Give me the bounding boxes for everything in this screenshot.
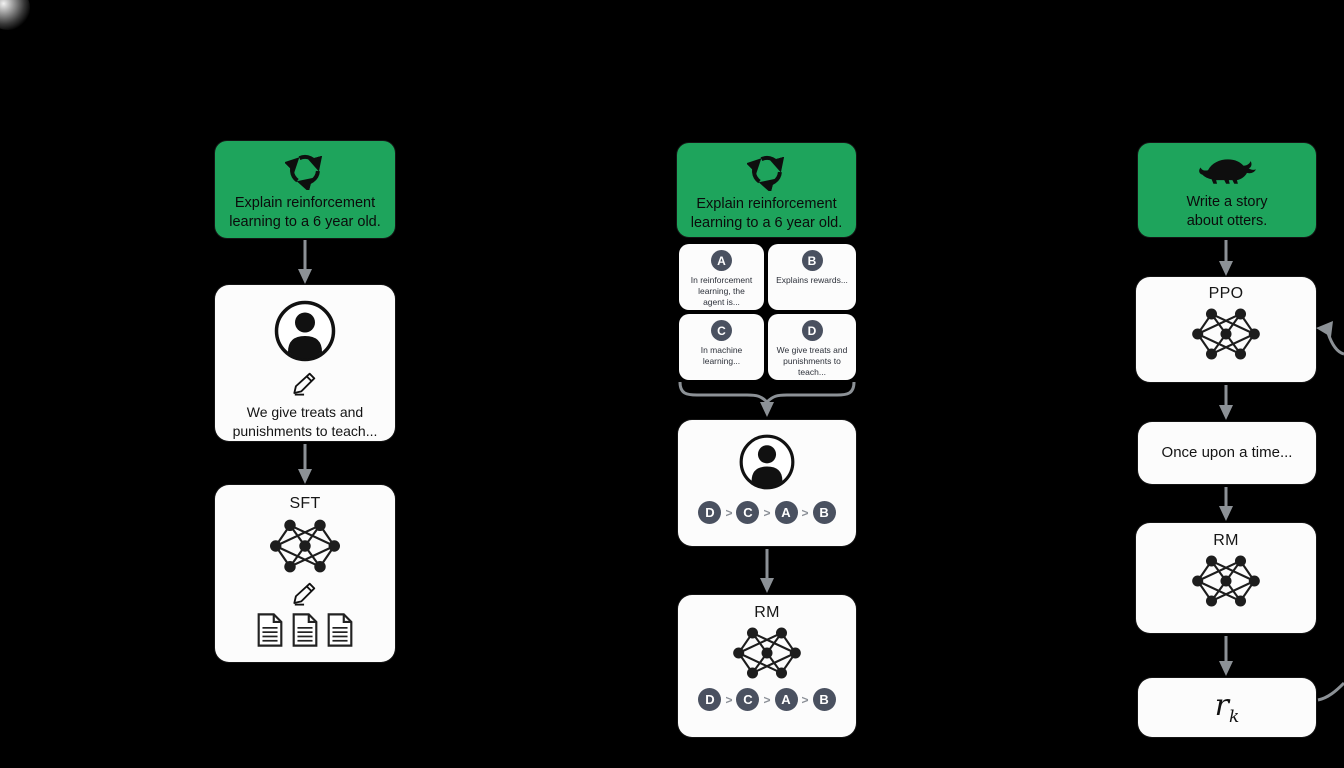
otter-icon	[1199, 159, 1256, 184]
answer-letter-badge: A	[711, 250, 732, 271]
rank-badge: D	[698, 688, 722, 711]
reward-value: rk	[1215, 688, 1240, 727]
step3-ppo-box: PPO	[1136, 277, 1316, 382]
gather-bracket-arrow	[678, 381, 856, 417]
rm-label: RM	[1213, 532, 1239, 549]
step3-rm-box: RM	[1136, 523, 1316, 633]
arrow-down	[1219, 636, 1233, 676]
documents-row	[256, 612, 354, 648]
arrow-down	[760, 549, 774, 593]
answer-card-d: D We give treats and punishments to teac…	[768, 314, 856, 380]
pencil-icon	[293, 372, 316, 396]
rank-badge: A	[774, 501, 798, 524]
rank-badge: B	[812, 688, 836, 711]
answer-text: Explains rewards...	[776, 275, 848, 285]
rank-badge: B	[812, 501, 836, 524]
arrow-down	[1219, 385, 1233, 420]
reward-subscript: k	[1229, 707, 1240, 727]
greater-than: >	[763, 692, 771, 707]
person-icon	[739, 434, 795, 490]
document-icon	[292, 613, 318, 647]
step1-sft-box: SFT	[215, 485, 395, 662]
greater-than: >	[801, 505, 809, 520]
document-icon	[257, 613, 283, 647]
cycle-icon	[746, 155, 784, 191]
reward-symbol: r	[1214, 688, 1230, 723]
step1-prompt-box: Explain reinforcement learning to a 6 ye…	[215, 141, 395, 238]
greater-than: >	[801, 692, 809, 707]
ppo-label: PPO	[1208, 285, 1244, 302]
neural-network-icon	[1192, 308, 1260, 360]
step3-prompt-box: Write a story about otters.	[1138, 143, 1316, 237]
rank-badge: C	[736, 501, 760, 524]
greater-than: >	[725, 692, 733, 707]
answer-cards: A In reinforcement learning, the agent i…	[679, 244, 856, 380]
answer-card-b: B Explains rewards...	[768, 244, 856, 310]
answer-letter-badge: C	[711, 320, 732, 341]
sft-label: SFT	[289, 495, 321, 512]
answer-card-c: C In machine learning...	[679, 314, 764, 380]
document-icon	[327, 613, 353, 647]
neural-network-icon	[1192, 555, 1260, 607]
cycle-icon	[285, 154, 323, 190]
answer-letter-badge: B	[801, 250, 823, 271]
rank-badge: C	[736, 688, 760, 711]
step2-prompt-text: Explain reinforcement learning to a 6 ye…	[690, 196, 843, 232]
step1-prompt-text: Explain reinforcement learning to a 6 ye…	[229, 195, 381, 231]
corner-glow	[0, 0, 30, 30]
step1-labeler-box: We give treats and punishments to teach.…	[215, 285, 395, 441]
answer-text: In machine learning...	[700, 345, 743, 367]
arrow-down	[298, 240, 312, 284]
step1-labeler-text: We give treats and punishments to teach.…	[232, 404, 378, 439]
step3-prompt-text: Write a story about otters.	[1186, 194, 1268, 230]
step2-rm-box: RM D > C > A > B	[678, 595, 856, 737]
answer-text: In reinforcement learning, the agent is.…	[690, 275, 753, 308]
output-text: Once upon a time...	[1161, 443, 1293, 461]
step2-prompt-box: Explain reinforcement learning to a 6 ye…	[677, 143, 856, 237]
greater-than: >	[725, 505, 733, 520]
arrow-down	[1219, 487, 1233, 521]
feedback-loop-curve	[1317, 681, 1344, 702]
person-icon	[274, 300, 336, 362]
arrow-down	[1219, 240, 1233, 276]
step3-output-box: Once upon a time...	[1138, 422, 1316, 484]
step3-reward-box: rk	[1138, 678, 1316, 737]
step2-labeler-box: D > C > A > B	[678, 420, 856, 546]
answer-card-a: A In reinforcement learning, the agent i…	[679, 244, 764, 310]
rank-badge: A	[774, 688, 798, 711]
ranking-row: D > C > A > B	[698, 688, 836, 711]
pencil-icon	[293, 582, 316, 606]
neural-network-icon	[270, 519, 340, 573]
greater-than: >	[763, 505, 771, 520]
ranking-row: D > C > A > B	[698, 501, 836, 524]
feedback-loop-arrow	[1316, 321, 1344, 356]
answer-letter-badge: D	[801, 320, 823, 341]
rm-label: RM	[754, 604, 780, 621]
answer-text: We give treats and punishments to teach.…	[776, 345, 848, 378]
arrow-down	[298, 444, 312, 484]
rank-badge: D	[698, 501, 722, 524]
neural-network-icon	[733, 627, 801, 679]
